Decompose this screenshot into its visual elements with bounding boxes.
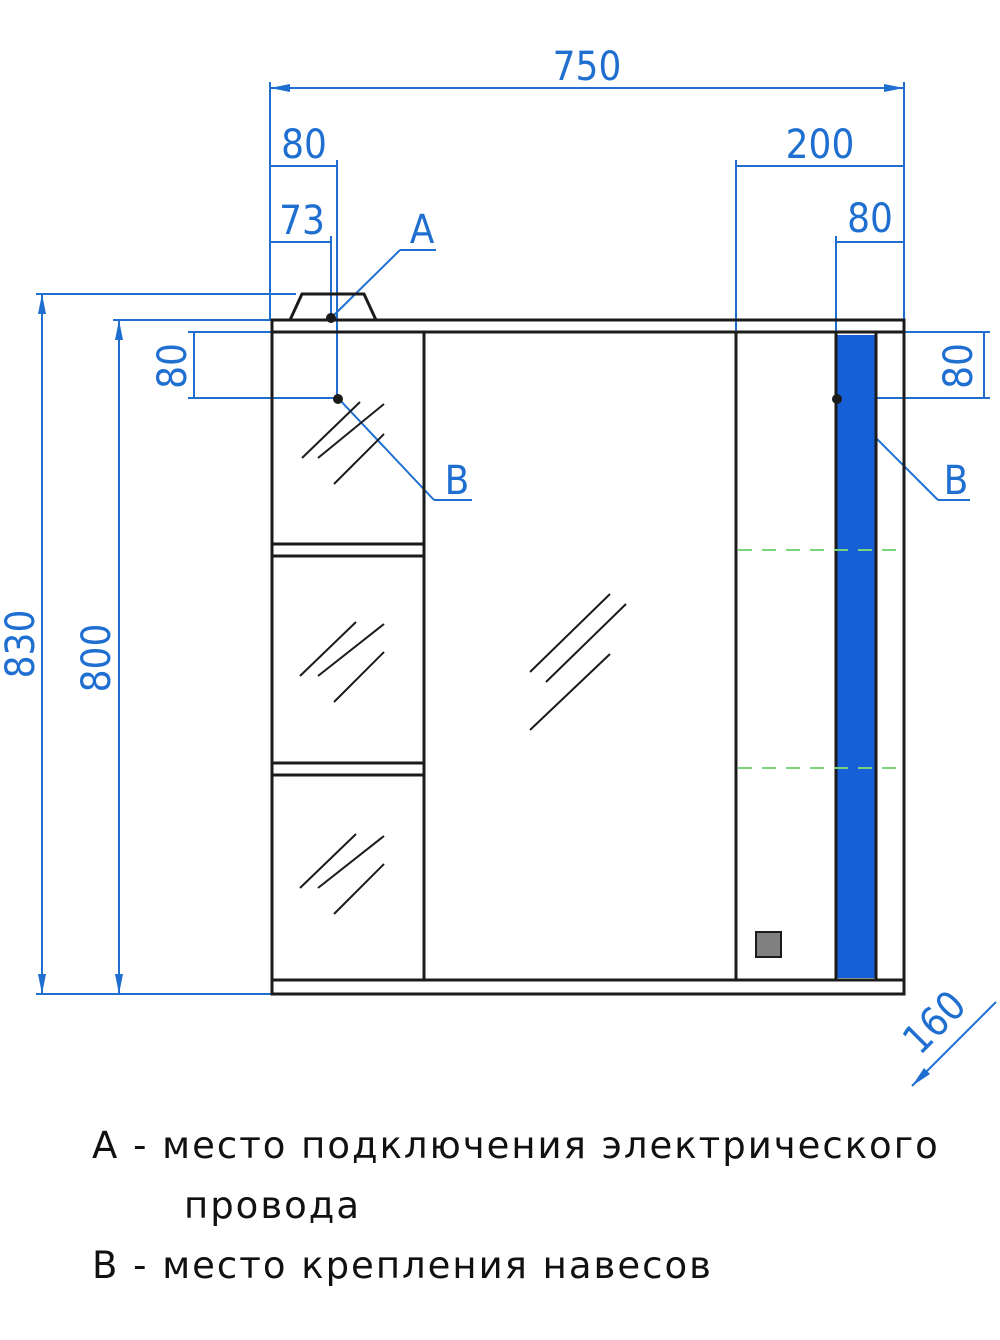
dim-left-80: 80: [281, 122, 327, 168]
dim-right-200: 200: [786, 122, 855, 168]
dimension-lines: [36, 82, 997, 1087]
dim-height-830: 830: [0, 610, 44, 679]
marker-b-left-label: B: [445, 458, 470, 504]
point-b-right: [832, 394, 842, 404]
cabinet-body: [270, 292, 906, 996]
dim-left-vertical-80: 80: [150, 343, 196, 389]
right-cabinet: [734, 330, 906, 982]
dim-left-73: 73: [279, 198, 325, 244]
marker-a-label: A: [410, 207, 435, 253]
left-column: [270, 330, 426, 982]
switch: [755, 931, 782, 958]
top-panel: [270, 318, 906, 334]
legend-a-line1: A - место подключения электрического: [92, 1124, 940, 1167]
point-b-left: [333, 394, 343, 404]
dim-height-800: 800: [74, 624, 120, 693]
marker-b-right-label: B: [944, 458, 969, 504]
legend-b-line: B - место крепления навесов: [92, 1244, 713, 1287]
bottom-panel: [270, 978, 906, 996]
glass-reflections: [299, 401, 627, 915]
dim-width-750: 750: [553, 44, 622, 90]
point-a: [326, 313, 336, 323]
dimension-labels: 750 80 73 200 80 830 800 80 80 160 A B B: [0, 44, 982, 1063]
dim-right-vertical-80: 80: [936, 343, 982, 389]
legend-a-line2: провода: [184, 1184, 362, 1227]
led-strip: [837, 335, 875, 978]
center-mirror: [422, 330, 738, 982]
dim-depth-160: 160: [894, 982, 975, 1063]
dim-right-80: 80: [847, 196, 893, 242]
